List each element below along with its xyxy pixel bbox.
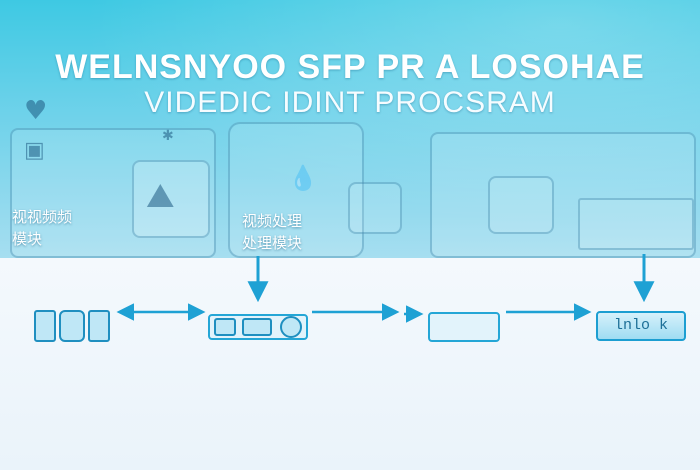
gear-icon: ✱ xyxy=(162,128,174,144)
hero-card-b xyxy=(488,176,554,234)
output-node[interactable]: lnlo k xyxy=(596,311,686,341)
processing-icon-a xyxy=(214,318,236,336)
heart-icon: ♥ xyxy=(24,96,48,126)
device-node-a xyxy=(34,310,56,342)
camera-icon: ▣ xyxy=(24,138,45,163)
hero-panel-right xyxy=(430,132,696,258)
processing-icon-b xyxy=(242,318,272,336)
device-node-b xyxy=(59,310,85,342)
hero-panel-left xyxy=(10,128,216,258)
hero-panel-center xyxy=(228,122,364,258)
device-node-c xyxy=(88,310,110,342)
media-node xyxy=(428,312,500,342)
title-line-1: WELNSNYOO SFP PR A LOSOHAE xyxy=(55,48,645,86)
label-left-module: 视视频频 模块 xyxy=(12,208,73,248)
processing-icon-c xyxy=(280,316,302,338)
mountain-image-icon: ⛰ xyxy=(146,176,175,216)
hero-strip xyxy=(578,198,694,250)
hero-card-a xyxy=(348,182,402,234)
hero-banner xyxy=(0,0,700,258)
drop-icon: 💧 xyxy=(288,164,318,192)
label-center-module: 视频处理 处理模块 xyxy=(242,212,303,252)
title-line-2: VIDEDIC IDINT PROCSRAM xyxy=(144,86,556,119)
flow-area xyxy=(0,258,700,470)
hero-image-frame xyxy=(132,160,210,238)
